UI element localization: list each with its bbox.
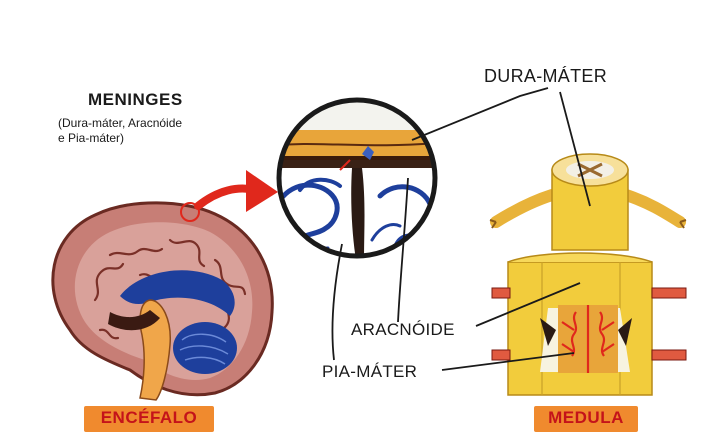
meninges-title: MENINGES [88, 90, 183, 110]
brain-illustration [53, 203, 272, 400]
magnified-section [270, 95, 450, 270]
medula-caption: MEDULA [534, 406, 638, 432]
pia-leader-circle [332, 244, 342, 360]
meninges-subtitle: (Dura-máter, Aracnóide e Pia-máter) [58, 116, 182, 146]
encefalo-caption: ENCÉFALO [84, 406, 214, 432]
dura-mater-label: DURA-MÁTER [484, 66, 607, 87]
pia-mater-label: PIA-MÁTER [322, 362, 417, 382]
dura-leader-circle [412, 88, 548, 140]
aracnoide-label: ARACNÓIDE [351, 320, 455, 340]
spinal-cord-illustration [490, 154, 686, 395]
